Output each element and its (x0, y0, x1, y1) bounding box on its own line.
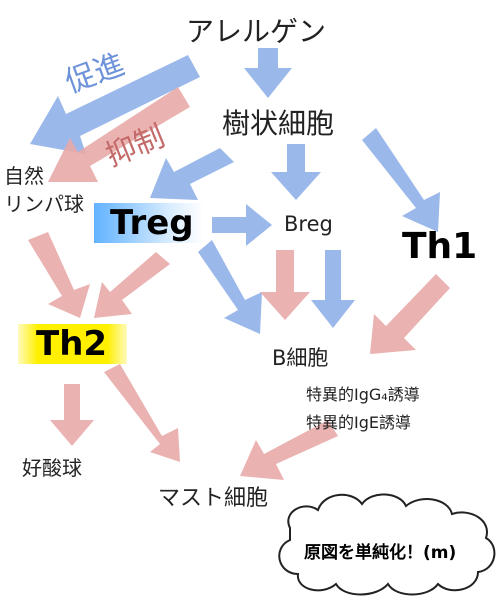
node-mast-cell: マスト細胞 (158, 486, 269, 511)
node-th2: Th2 (18, 324, 128, 364)
note-cloud (278, 493, 496, 596)
arrow-breg-to-bcell (311, 250, 355, 328)
arrow-dendritic-to-treg (150, 148, 234, 200)
node-ige-induction: 特異的IgE誘導 (306, 413, 411, 432)
arrow-dendritic-to-th1 (362, 128, 440, 232)
arrow-th2-to-eosinophil (50, 384, 94, 446)
arrow-breg-to-bcell-pink (260, 250, 310, 320)
arrow-suppress-big (48, 87, 190, 182)
node-innate-1: 自然 (4, 164, 44, 188)
arrow-th1-to-bcell (370, 274, 450, 354)
arrow-promote-big (30, 55, 200, 154)
arrow-dendritic-to-breg (271, 144, 321, 200)
arrow-innate-to-th2 (28, 232, 90, 318)
node-bcell: B細胞 (272, 346, 329, 370)
arrow-th2-to-mast (104, 364, 180, 462)
arrow-ige-to-mast (240, 420, 338, 480)
arrow-treg-to-bcell (198, 240, 262, 334)
node-allergen: アレルゲン (186, 15, 327, 48)
node-th1: Th1 (402, 226, 478, 267)
arrow-allergen-to-dendritic (244, 48, 292, 98)
node-dendritic: 樹状細胞 (222, 107, 335, 140)
arrow-treg-to-th2 (94, 252, 170, 318)
node-igg4-induction: 特異的IgG₄誘導 (306, 385, 420, 404)
node-treg: Treg (94, 203, 204, 243)
node-innate-2: リンパ球 (4, 192, 84, 216)
arrow-treg-to-breg (212, 204, 272, 246)
cloud-note-text: 原図を単純化！(m) (304, 543, 457, 563)
node-breg: Breg (284, 212, 333, 236)
node-eosinophil: 好酸球 (22, 456, 82, 480)
